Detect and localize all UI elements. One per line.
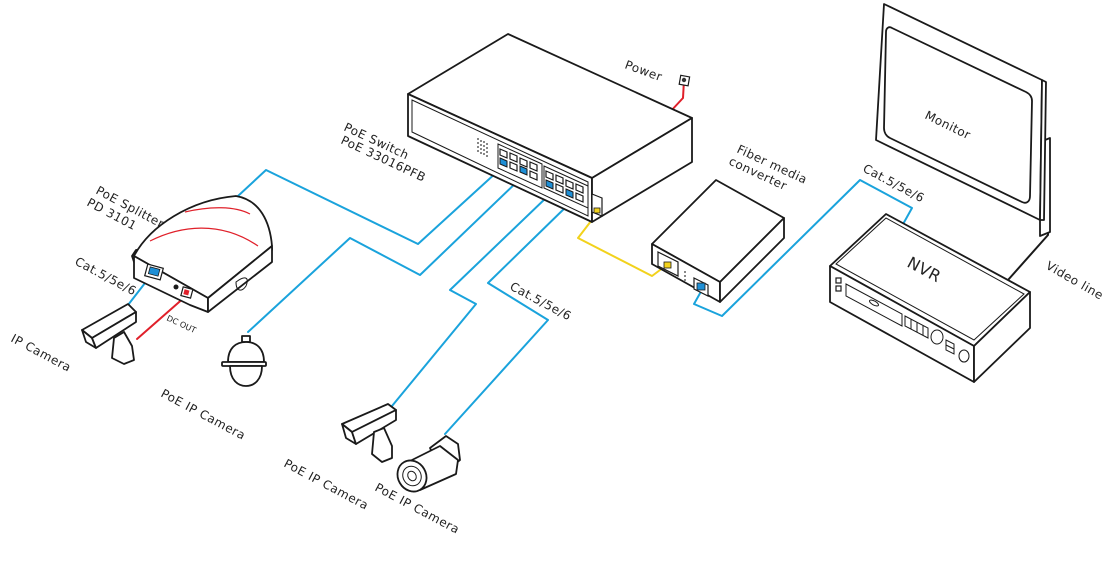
nvr-buttons-icon xyxy=(945,339,955,355)
nvr-knob-icon xyxy=(930,329,944,345)
fiber-plug-icon xyxy=(663,261,672,269)
camera-housing-side xyxy=(91,311,137,349)
port-active-icon xyxy=(147,266,161,277)
fiber-media-converter[interactable] xyxy=(651,179,785,303)
switch-vent-icon xyxy=(477,138,488,157)
nvr[interactable] xyxy=(829,213,1031,383)
fiber-plug-icon xyxy=(593,207,601,214)
cable-switch-to-box-camera xyxy=(391,195,549,407)
nvr-usb-icon xyxy=(835,285,842,292)
port-active-icon xyxy=(499,157,508,168)
nvr-buttons-icon xyxy=(904,315,929,339)
bullet-front xyxy=(396,459,428,493)
nvr-drive-bay xyxy=(845,283,903,327)
splitter-mount-hole xyxy=(235,277,248,291)
cable-switch-to-bullet-camera xyxy=(444,202,571,435)
label-ip-camera: IP Camera xyxy=(9,331,74,374)
ip-camera[interactable] xyxy=(81,303,137,365)
label-poe-ip-camera-dome: PoE IP Camera xyxy=(159,386,248,442)
monitor-screen xyxy=(883,26,1033,204)
cable-power xyxy=(669,79,685,113)
box-camera[interactable] xyxy=(341,403,397,463)
label-video-line: Video line xyxy=(1044,258,1107,302)
power-outlet-icon xyxy=(678,74,691,87)
splitter-top xyxy=(133,195,273,299)
bullet-camera[interactable] xyxy=(392,435,461,497)
dome-body xyxy=(227,341,265,363)
cable-switch-to-dome-camera xyxy=(247,177,522,333)
port-active-icon xyxy=(519,165,528,176)
camera-mount xyxy=(111,331,135,365)
monitor[interactable] xyxy=(875,3,1051,237)
nvr-power-icon xyxy=(835,277,842,284)
poe-switch[interactable] xyxy=(407,33,693,223)
label-dc-out: DC OUT xyxy=(165,314,197,335)
nvr-side xyxy=(973,291,1031,383)
dome-camera[interactable] xyxy=(221,335,267,387)
poe-splitter[interactable] xyxy=(131,195,273,313)
dome-lens xyxy=(229,365,263,387)
converter-side xyxy=(719,217,785,303)
switch-ports-group-1 xyxy=(497,143,543,189)
nvr-eject-icon xyxy=(868,299,880,307)
dc-plug-icon xyxy=(183,289,190,296)
camera-housing-side xyxy=(351,409,397,445)
cable-switch-to-splitter xyxy=(237,169,499,245)
port-active-icon xyxy=(565,188,574,199)
lens-icon xyxy=(407,470,417,482)
camera-mount xyxy=(371,427,393,463)
nvr-knob-icon xyxy=(958,349,970,363)
port-active-icon xyxy=(545,179,554,190)
cable-fiber xyxy=(577,211,669,277)
label-power: Power xyxy=(623,58,664,84)
converter-led-icon xyxy=(684,271,686,281)
cables xyxy=(127,79,1049,435)
cable-dc-out xyxy=(136,295,187,340)
label-poe-ip-camera-box: PoE IP Camera xyxy=(282,456,371,512)
port-active-icon xyxy=(696,282,706,291)
monitor-edge xyxy=(1039,79,1047,221)
switch-ports-group-2 xyxy=(543,165,589,209)
label-cat-splitter: Cat.5/5e/6 xyxy=(73,254,139,298)
cable-converter-to-nvr xyxy=(693,179,913,317)
splitter-accent-line xyxy=(149,227,259,247)
splitter-led-icon xyxy=(173,284,179,290)
splitter-accent-line xyxy=(184,207,251,215)
